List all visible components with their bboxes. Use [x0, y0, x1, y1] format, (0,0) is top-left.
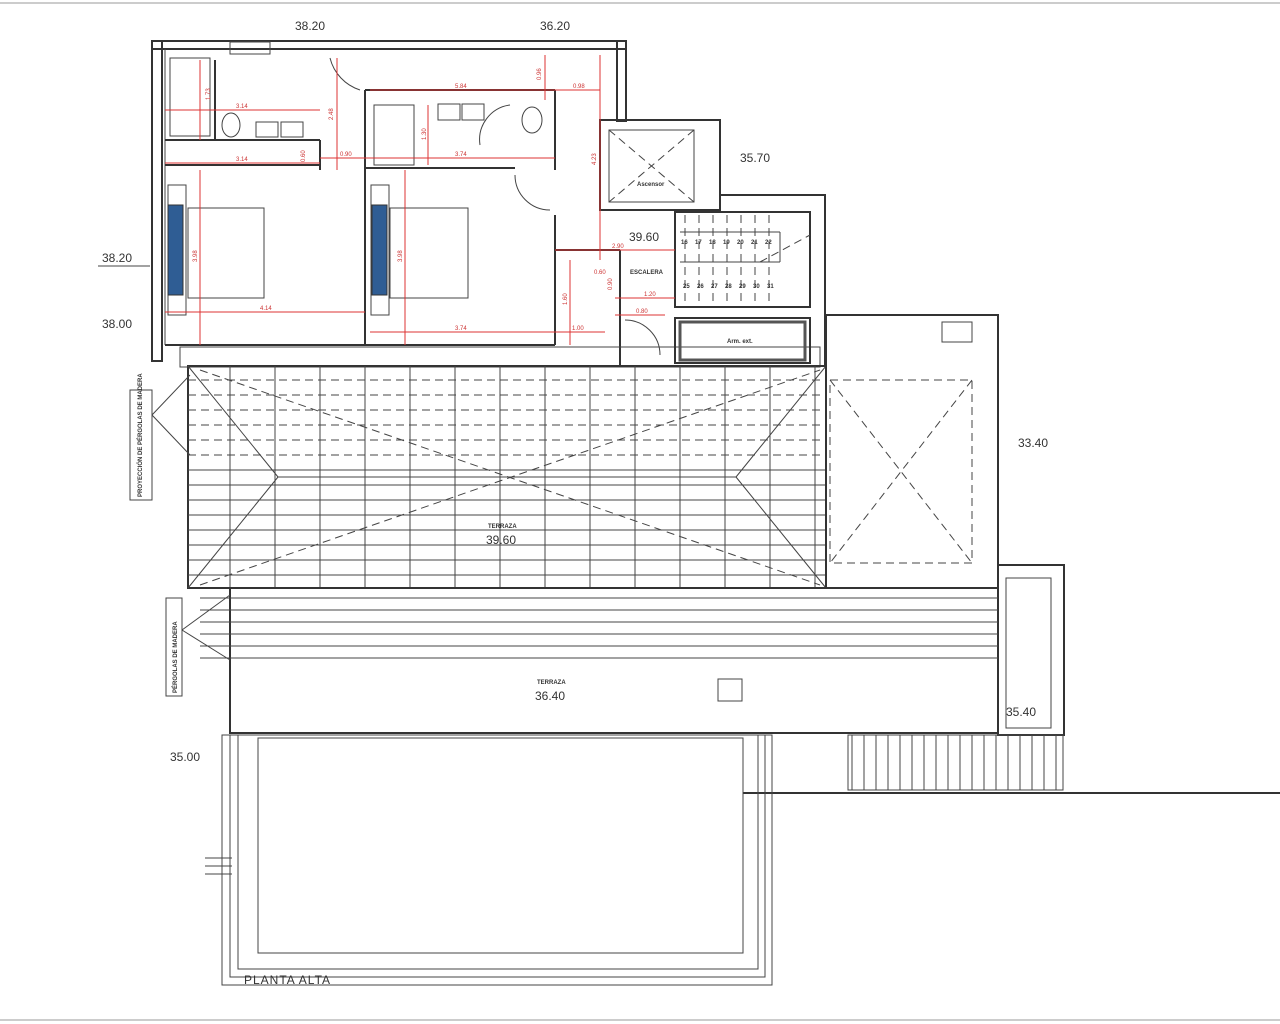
stair-step-number: 20	[737, 240, 744, 246]
dim-label: 1.73	[206, 88, 212, 100]
dim-label: 2.90	[612, 244, 624, 250]
level-label: 38.00	[102, 317, 132, 331]
exterior-stair	[743, 734, 1280, 794]
stair-step-number: 30	[753, 284, 760, 290]
level-label: 38.20	[295, 19, 325, 33]
room-label: Arm. ext.	[727, 339, 753, 345]
door-swing-icon	[624, 319, 661, 356]
wardrobe-icon	[371, 204, 388, 296]
dim-label: 1.20	[644, 292, 656, 298]
stair-step-number: 18	[709, 240, 716, 246]
bedroom-1	[167, 184, 265, 316]
level-label: 35.70	[740, 151, 770, 165]
stair-step-number: 31	[767, 284, 774, 290]
toilet-icon	[521, 106, 543, 134]
dim-label: 3.98	[193, 250, 199, 262]
level-label: 35.00	[170, 750, 200, 764]
level-label: 38.20	[102, 251, 132, 265]
lower-pergola	[200, 587, 999, 734]
dim-label: 0.98	[573, 84, 585, 90]
pergola-notes: PROYECCIÓN DE PÉRGOLAS DE MADERA PÉRGOLA…	[129, 373, 231, 697]
sink-icon	[437, 103, 461, 121]
shower-icon	[373, 104, 415, 166]
dim-label: 4.23	[592, 153, 598, 165]
room-label: ESCALERA	[630, 270, 664, 276]
dim-label: 3.14	[236, 104, 248, 110]
dim-label: 5.84	[455, 84, 467, 90]
room-label: TERRAZA	[537, 680, 566, 686]
dim-label: 0.90	[340, 152, 352, 158]
room-labels: TERRAZA TERRAZA ESCALERA Ascensor Arm. e…	[488, 182, 753, 686]
dimension-labels: 3.14 3.14 1.73 0.60 2.48 0.90 5.84 0.96 …	[193, 68, 656, 332]
room-label: Ascensor	[637, 182, 665, 188]
dim-label: 1.00	[572, 326, 584, 332]
level-label: 36.20	[540, 19, 570, 33]
bed-icon	[187, 207, 265, 299]
dim-label: 3.98	[398, 250, 404, 262]
dim-label: 1.30	[422, 128, 428, 140]
stair-step-number: 22	[765, 240, 772, 246]
level-label: 35.40	[1006, 705, 1036, 719]
stair-step-number: 16	[681, 240, 688, 246]
stair-step-number: 19	[723, 240, 730, 246]
stair-step-number: 25	[683, 284, 690, 290]
note-label: PROYECCIÓN DE PÉRGOLAS DE MADERA	[136, 373, 144, 497]
stair-step-number: 29	[739, 284, 746, 290]
plan-title: PLANTA ALTA	[244, 973, 331, 987]
dim-label: 0.60	[301, 150, 307, 162]
level-label: 36.40	[535, 689, 565, 703]
stair-step-number: 17	[695, 240, 702, 246]
level-labels: 38.20 36.20 35.70 38.20 38.00 39.60 33.4…	[98, 19, 1048, 987]
dim-label: 0.90	[608, 278, 614, 290]
dim-label: 2.48	[329, 108, 335, 120]
upper-terrace-pergola	[187, 365, 827, 589]
stair-step-number: 26	[697, 284, 704, 290]
toilet-icon	[221, 112, 241, 138]
dim-label: 3.14	[236, 157, 248, 163]
note-label: PÉRGOLAS DE MADERA	[171, 621, 179, 693]
stair-step-number: 21	[751, 240, 758, 246]
level-label: 33.40	[1018, 436, 1048, 450]
stair-step-number: 28	[725, 284, 732, 290]
door-swing-icon	[329, 57, 361, 91]
staircase: 16 17 18 19 20 21 22 31 30 29 28 27 26 25	[680, 215, 811, 305]
dim-label: 3.74	[455, 326, 467, 332]
sink-icon	[255, 121, 279, 138]
dim-label: 0.96	[537, 68, 543, 80]
dimension-lines	[165, 55, 675, 345]
right-terrace	[825, 314, 1065, 736]
bathroom-fixtures	[169, 57, 661, 356]
dim-label: 1.60	[563, 293, 569, 305]
stair-step-number: 27	[711, 284, 718, 290]
bed-icon	[389, 207, 469, 299]
sink-icon	[461, 103, 485, 121]
dim-label: 0.60	[594, 270, 606, 276]
dim-label: 0.80	[636, 309, 648, 315]
sink-icon	[280, 121, 304, 138]
door-swing-icon	[514, 174, 551, 211]
shower-icon	[169, 57, 211, 137]
pool	[205, 734, 773, 986]
room-label: TERRAZA	[488, 524, 517, 530]
bedroom-2	[370, 184, 469, 316]
level-label: 39.60	[629, 230, 659, 244]
wardrobe-icon	[167, 204, 184, 296]
dim-label: 3.74	[455, 152, 467, 158]
door-swing-icon	[479, 104, 511, 146]
dim-label: 4.14	[260, 306, 272, 312]
level-label: 39.60	[486, 533, 516, 547]
